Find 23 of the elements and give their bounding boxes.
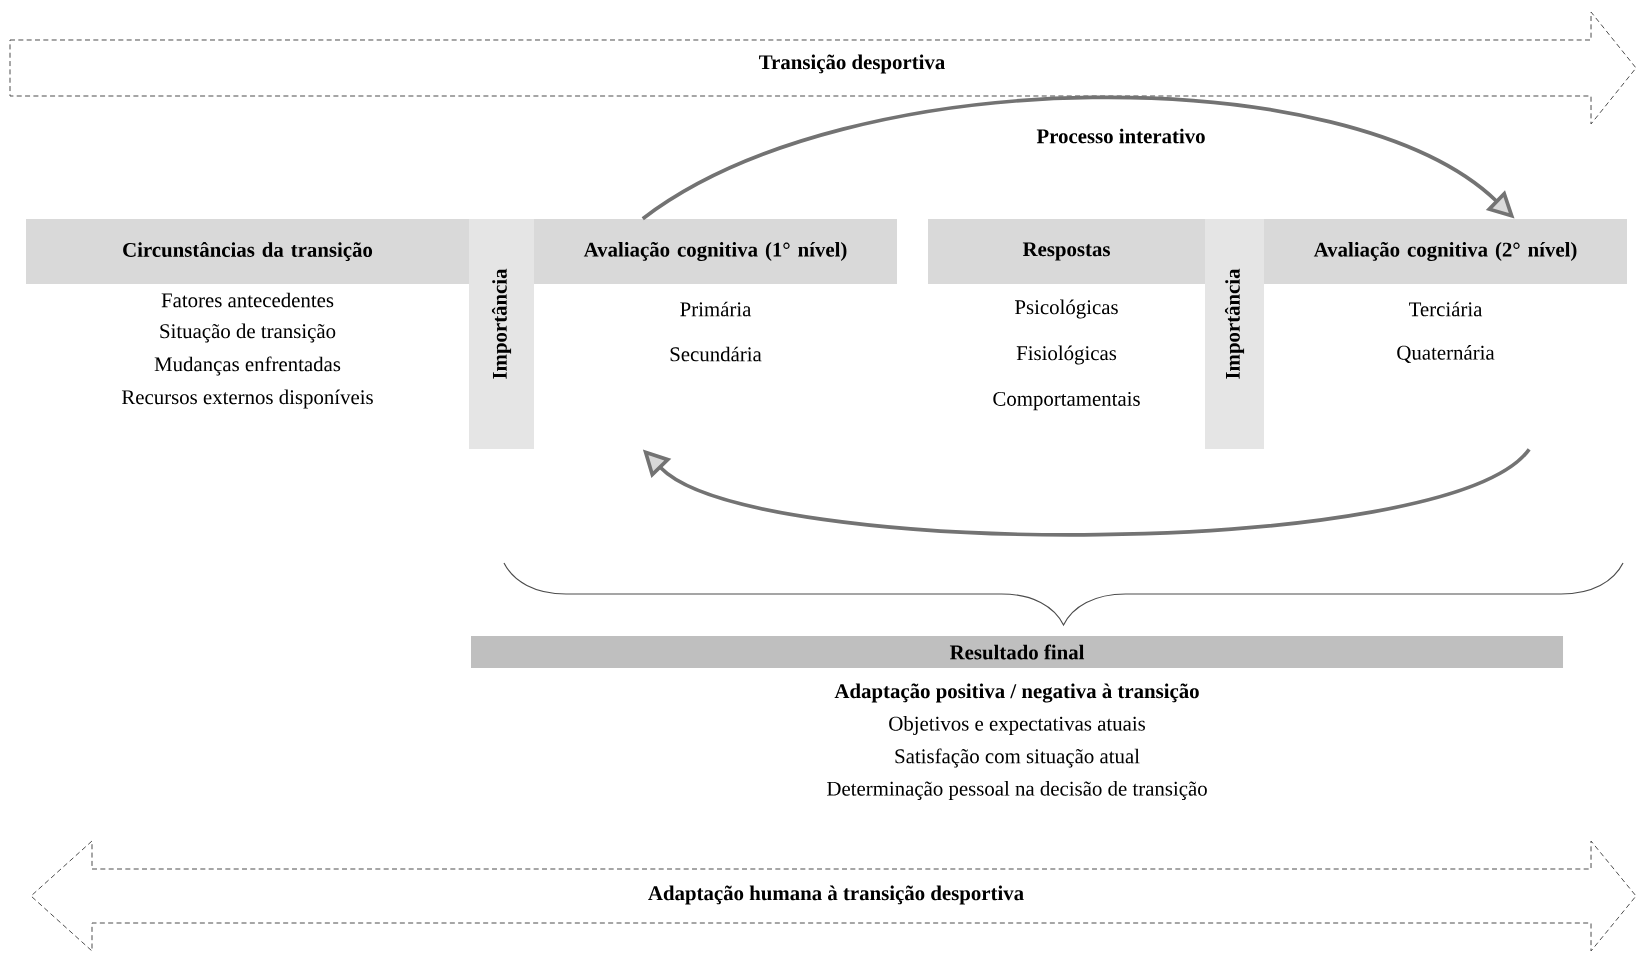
vertical-bar: Importância	[469, 219, 534, 449]
list-item: Terciária	[1409, 301, 1483, 317]
list-item: Psicológicas	[1015, 299, 1118, 319]
list-item: Secundária	[670, 346, 762, 362]
header-bar: Avaliação cognitiva (1° nível)	[534, 219, 897, 284]
list-item: Fatores antecedentes	[161, 292, 334, 308]
header-bar: Resultado final	[471, 636, 1563, 668]
list-item: Mudanças enfrentadas	[154, 356, 341, 376]
list-item: Primária	[680, 301, 752, 317]
list-item: Recursos externos disponíveis	[121, 389, 373, 409]
header-bar: Respostas	[928, 219, 1205, 284]
subheading: Adaptação positiva / negativa à transição	[834, 683, 1199, 703]
edge-label: Processo interativo	[1034, 127, 1208, 145]
list-item: Situação de transição	[160, 323, 336, 343]
header-bar: Circunstâncias da transição	[26, 219, 469, 284]
list-item: Fisiológicas	[1016, 345, 1117, 365]
vertical-bar: Importância	[1205, 219, 1264, 449]
list-item: Satisfação com situação atual	[895, 748, 1140, 768]
header-bar: Avaliação cognitiva (2° nível)	[1264, 219, 1627, 284]
list-item: Determinação pessoal na decisão de transição	[827, 781, 1207, 800]
list-item: Comportamentais	[993, 391, 1140, 411]
list-item: Quaternária	[1397, 345, 1495, 363]
list-item: Objetivos e expectativas atuais	[889, 716, 1145, 735]
